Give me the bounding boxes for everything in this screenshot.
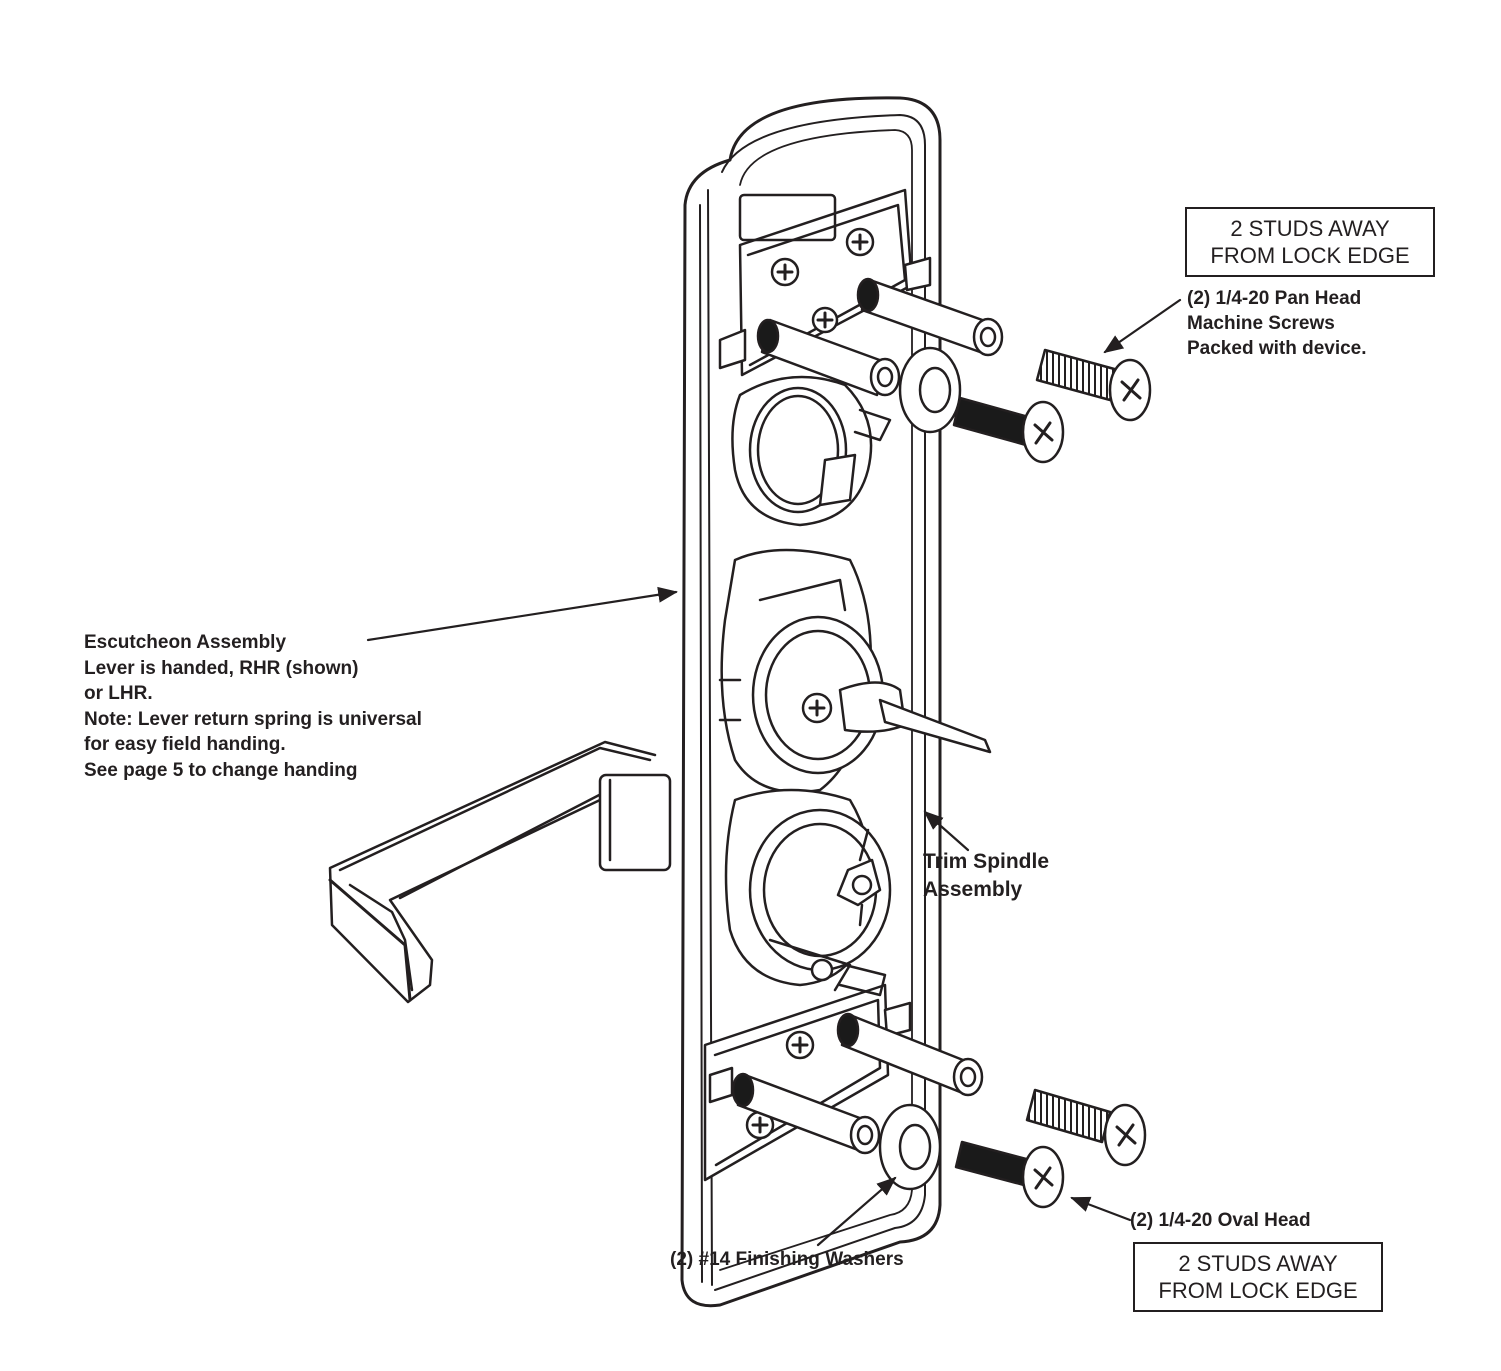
trim-spindle-assembly [718, 548, 992, 794]
callout-escutcheon-line: or LHR. [84, 683, 153, 704]
callout-oval-head: (2) 1/4-20 Oval Head [1130, 1208, 1311, 1233]
finishing-washer-bottom [878, 1103, 942, 1191]
callout-trim-spindle-line2: Assembly [923, 878, 1023, 901]
callout-studs-bottom-line2: FROM LOCK EDGE [1158, 1278, 1358, 1303]
callout-studs-top: 2 STUDS AWAY FROM LOCK EDGE [1185, 207, 1435, 277]
callout-escutcheon-line: Note: Lever return spring is universal [84, 708, 422, 730]
callout-studs-bottom: 2 STUDS AWAY FROM LOCK EDGE [1133, 1242, 1383, 1312]
callout-studs-top-line2: FROM LOCK EDGE [1210, 243, 1410, 268]
finishing-washer-top [898, 346, 962, 434]
cam-housing-upper [731, 375, 892, 527]
leader-lines [366, 298, 1182, 1247]
leader-washers [816, 1176, 897, 1247]
callout-escutcheon-line: Lever is handed, RHR (shown) [84, 657, 359, 679]
leader-trim-spindle [923, 810, 970, 852]
oval-head-screw-top [952, 396, 1065, 464]
bottom-studs [731, 1012, 984, 1155]
leader-escutcheon [366, 586, 678, 642]
callout-pan-head-line2: Machine Screws [1187, 313, 1335, 334]
pan-head-screw-bottom [1025, 1088, 1147, 1167]
callout-pan-head-line3: Packed with device. [1187, 338, 1367, 359]
callout-escutcheon-line: See page 5 to change handing [84, 759, 358, 781]
callout-washers-line1: (2) #14 Finishing Washers [670, 1249, 904, 1270]
callout-escutcheon-line: Escutcheon Assembly [84, 632, 287, 653]
cam-housing-lower [724, 788, 892, 992]
callout-pan-head-line1: (2) 1/4-20 Pan Head [1187, 288, 1362, 309]
leader-oval-head [1070, 1196, 1132, 1222]
lever-handle [328, 740, 672, 1004]
callout-escutcheon: Escutcheon Assembly Lever is handed, RHR… [84, 630, 422, 783]
callout-studs-bottom-line1: 2 STUDS AWAY [1178, 1251, 1338, 1276]
callout-studs-top-line1: 2 STUDS AWAY [1230, 216, 1390, 241]
callout-pan-head: (2) 1/4-20 Pan Head Machine Screws Packe… [1187, 286, 1367, 361]
callout-escutcheon-line: for easy field handing. [84, 734, 286, 755]
top-studs [756, 277, 1004, 397]
oval-head-screw-bottom [954, 1140, 1065, 1209]
pan-head-screw-top [1035, 348, 1152, 422]
leader-pan-head [1103, 298, 1182, 354]
callout-oval-head-line1: (2) 1/4-20 Oval Head [1130, 1210, 1311, 1231]
callout-trim-spindle-line1: Trim Spindle [923, 850, 1050, 873]
callout-trim-spindle: Trim Spindle Assembly [923, 848, 1049, 904]
callout-washers: (2) #14 Finishing Washers [670, 1247, 904, 1272]
